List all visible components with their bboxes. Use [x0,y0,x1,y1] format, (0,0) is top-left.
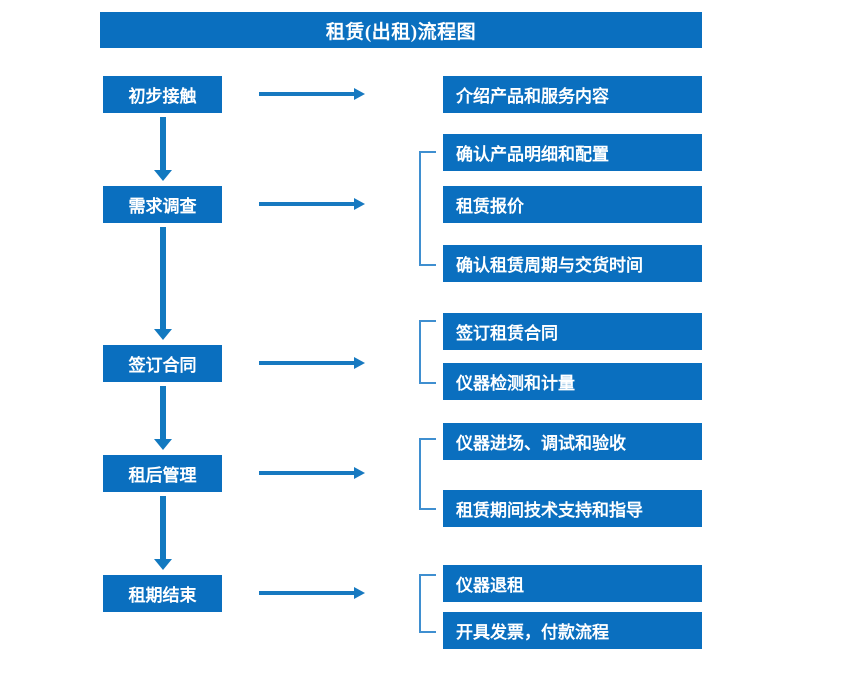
detail-box-10-label: 开具发票，付款流程 [456,623,609,642]
chart-title: 租赁(出租)流程图 [325,21,477,43]
vertical-arrow-2-to-3 [154,227,172,340]
detail-box-2[interactable]: 确认产品明细和配置 [443,134,702,171]
stage-box-4[interactable]: 租后管理 [103,455,222,492]
arrow-head [154,170,172,181]
vertical-arrow-4-to-5 [154,496,172,570]
group-bracket-stage-5 [419,574,436,633]
arrow-stem [160,117,166,170]
stage-box-3[interactable]: 签订合同 [103,345,222,382]
arrow-head [154,329,172,340]
arrow-stem [259,361,354,365]
stage-box-4-label: 租后管理 [128,466,197,485]
arrow-stem [160,496,166,559]
arrow-head [354,467,365,479]
arrow-stem [259,92,354,96]
horizontal-arrow-stage-1 [259,88,365,100]
stage-box-1-label: 初步接触 [128,87,197,106]
horizontal-arrow-stage-5 [259,587,365,599]
group-bracket-stage-4 [419,438,436,510]
detail-box-8[interactable]: 租赁期间技术支持和指导 [443,490,702,527]
group-bracket-stage-2 [419,151,436,266]
arrow-head [354,88,365,100]
horizontal-arrow-stage-2 [259,198,365,210]
chart-title-bar: 租赁(出租)流程图 [100,12,702,48]
arrow-head [154,559,172,570]
horizontal-arrow-stage-4 [259,467,365,479]
detail-box-2-label: 确认产品明细和配置 [456,145,609,164]
detail-box-10[interactable]: 开具发票，付款流程 [443,612,702,649]
detail-box-5[interactable]: 签订租赁合同 [443,313,702,350]
detail-box-7[interactable]: 仪器进场、调试和验收 [443,423,702,460]
group-bracket-stage-3 [419,320,436,384]
vertical-arrow-3-to-4 [154,386,172,450]
arrow-stem [160,227,166,329]
stage-box-2-label: 需求调查 [128,197,197,216]
detail-box-6[interactable]: 仪器检测和计量 [443,363,702,400]
detail-box-6-label: 仪器检测和计量 [456,374,575,393]
arrow-stem [259,471,354,475]
horizontal-arrow-stage-3 [259,357,365,369]
stage-box-2[interactable]: 需求调查 [103,186,222,223]
detail-box-8-label: 租赁期间技术支持和指导 [456,501,643,520]
arrow-stem [259,202,354,206]
detail-box-4[interactable]: 确认租赁周期与交货时间 [443,245,702,282]
arrow-stem [160,386,166,439]
detail-box-4-label: 确认租赁周期与交货时间 [456,256,643,275]
arrow-stem [259,591,354,595]
detail-box-7-label: 仪器进场、调试和验收 [456,434,626,453]
detail-box-5-label: 签订租赁合同 [456,324,558,343]
stage-box-3-label: 签订合同 [128,356,197,375]
stage-box-5[interactable]: 租期结束 [103,575,222,612]
arrow-head [354,587,365,599]
arrow-head [154,439,172,450]
arrow-head [354,198,365,210]
detail-box-3[interactable]: 租赁报价 [443,186,702,223]
detail-box-1-label: 介绍产品和服务内容 [456,87,609,106]
vertical-arrow-1-to-2 [154,117,172,181]
stage-box-5-label: 租期结束 [128,586,197,605]
detail-box-3-label: 租赁报价 [456,197,524,216]
stage-box-1[interactable]: 初步接触 [103,76,222,113]
detail-box-1[interactable]: 介绍产品和服务内容 [443,76,702,113]
detail-box-9-label: 仪器退租 [456,576,524,595]
detail-box-9[interactable]: 仪器退租 [443,565,702,602]
arrow-head [354,357,365,369]
